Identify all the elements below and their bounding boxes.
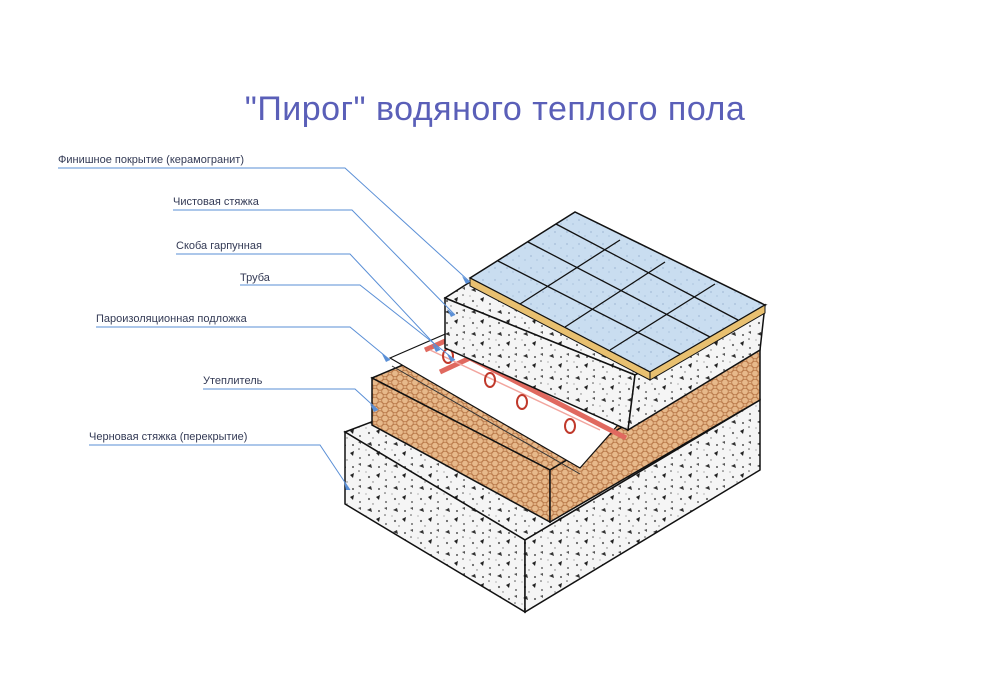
leader-lines (58, 167, 471, 491)
clip-icon (484, 372, 496, 388)
label-insulation: Утеплитель (203, 375, 263, 387)
leader-arrowheads (344, 276, 470, 490)
label-vapor-barrier: Пароизоляционная подложка (96, 313, 247, 325)
tile-layer (468, 211, 767, 381)
label-harpoon-clip: Скоба гарпунная (176, 240, 262, 252)
label-finish-coating: Финишное покрытие (керамогранит) (58, 154, 244, 166)
diagram-title: "Пирог" водяного теплого пола (244, 90, 746, 128)
clip-icon (516, 394, 528, 410)
label-pipe: Труба (240, 272, 270, 284)
label-rough-screed: Черновая стяжка (перекрытие) (89, 431, 248, 443)
label-finish-screed: Чистовая стяжка (173, 196, 259, 208)
clip-icon (564, 418, 576, 434)
